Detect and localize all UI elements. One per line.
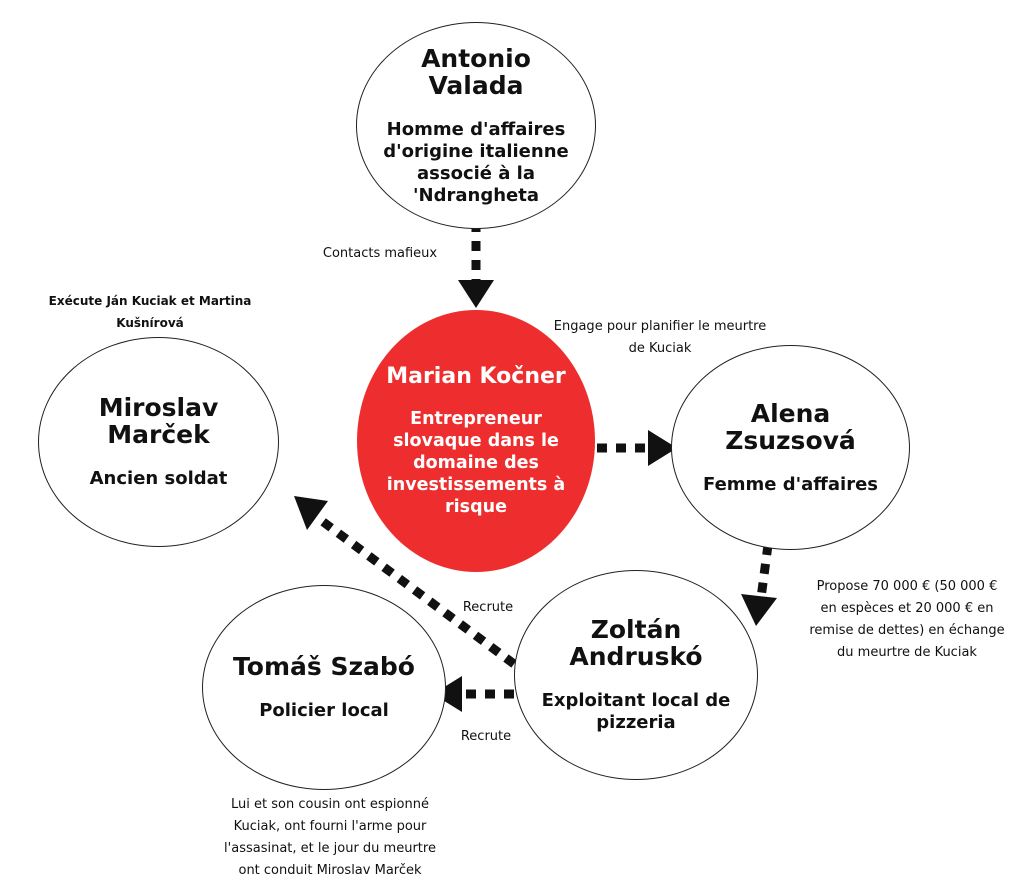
node-role: Exploitant local de pizzeria [541, 690, 731, 733]
node-antonio-valada: Antonio Valada Homme d'affaires d'origin… [356, 22, 596, 229]
arrowhead-left [433, 676, 462, 712]
label-execute: Exécute Ján Kuciak et Martina Kušnírová [48, 294, 252, 330]
arrowhead-down [458, 280, 494, 308]
node-name: Alena Zsuzsová [725, 398, 856, 455]
node-name: Tomáš Szabó [233, 652, 415, 681]
node-role: Homme d'affaires d'origine italienne ass… [383, 118, 569, 206]
edge-zsuzsova-andrusko [756, 544, 773, 599]
node-role: Ancien soldat [89, 468, 228, 489]
arrowhead-down-zsuzsova [741, 594, 777, 626]
label-contacts-mafieux: Contacts mafieux [322, 246, 438, 261]
arrowhead-up-left [294, 496, 328, 530]
node-name: Zoltán Andruskó [569, 615, 703, 671]
label-propose: Propose 70 000 € (50 000 € en espèces et… [809, 579, 1005, 660]
node-marian-kocner: Marian Kočner Entrepreneur slovaque dans… [357, 310, 595, 572]
arrowhead-right [648, 430, 677, 466]
label-recrute-marcek: Recrute [462, 600, 514, 615]
label-engage: Engage pour planifier le meurtre de Kuci… [553, 319, 767, 356]
node-role: Policier local [259, 700, 389, 721]
node-miroslav-marcek: Miroslav Marček Ancien soldat [38, 337, 279, 547]
label-espionne: Lui et son cousin ont espionné Kuciak, o… [224, 797, 436, 878]
node-tomas-szabo: Tomáš Szabó Policier local [202, 585, 446, 790]
edge-andrusko-marcek [315, 514, 517, 668]
node-role: Entrepreneur slovaque dans le domaine de… [386, 409, 566, 517]
node-role: Femme d'affaires [703, 473, 878, 495]
node-name: Antonio Valada [421, 43, 531, 100]
node-alena-zsuzsova: Alena Zsuzsová Femme d'affaires [671, 345, 910, 550]
node-name: Miroslav Marček [98, 393, 219, 449]
node-zoltan-andrusko: Zoltán Andruskó Exploitant local de pizz… [514, 570, 758, 780]
label-recrute-szabo: Recrute [460, 729, 512, 744]
node-name: Marian Kočner [386, 364, 566, 389]
